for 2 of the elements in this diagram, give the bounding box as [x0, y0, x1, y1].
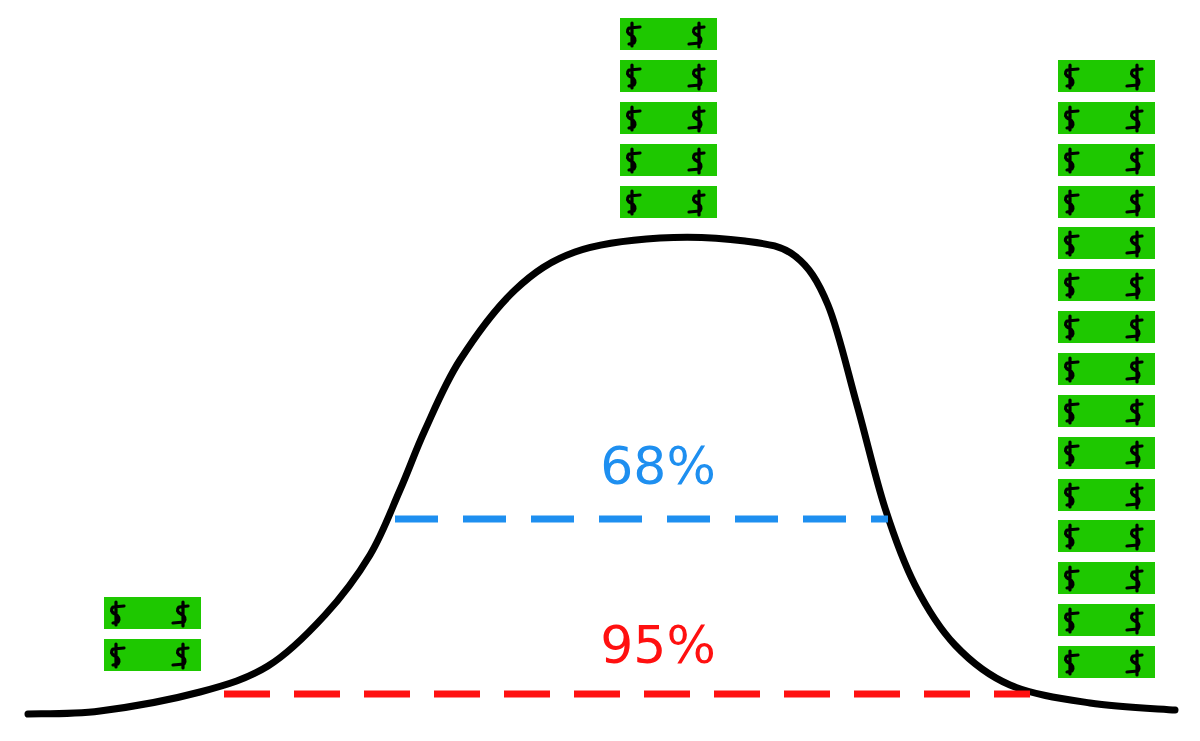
percentage-label: 95%: [600, 617, 716, 673]
percentage-label: 68%: [600, 438, 716, 494]
